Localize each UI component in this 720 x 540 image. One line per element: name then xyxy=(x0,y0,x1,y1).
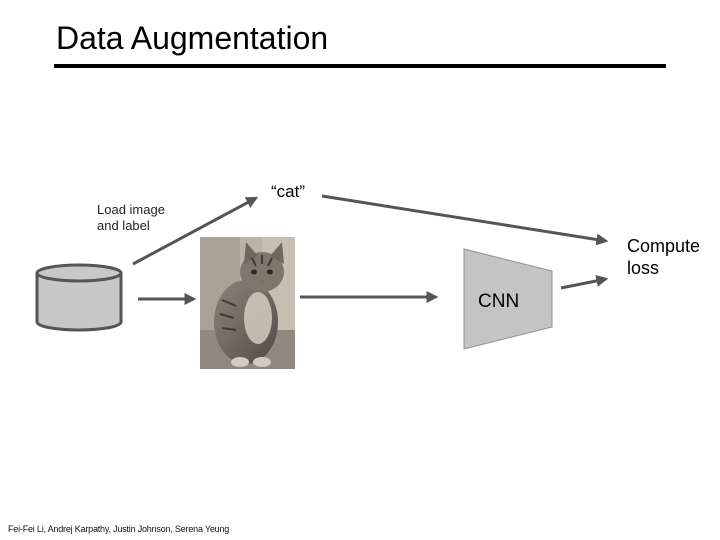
cnn-label: CNN xyxy=(478,291,520,312)
arrow-cnn-to-loss xyxy=(560,274,609,290)
database-cylinder-icon xyxy=(35,263,123,332)
load-image-label: Load image and label xyxy=(97,202,165,234)
cnn-trapezoid-icon xyxy=(463,248,553,350)
title-underline xyxy=(54,64,666,68)
load-label-line-1: Load image xyxy=(97,202,165,217)
arrow-label-to-loss xyxy=(321,194,609,246)
arrow-load-to-label xyxy=(132,196,259,266)
compute-loss-label: Compute loss xyxy=(627,235,700,279)
slide-title: Data Augmentation xyxy=(56,20,329,56)
cat-photo xyxy=(200,237,295,369)
cat-class-label: “cat” xyxy=(271,182,305,201)
slide-footer-credits: Fei-Fei Li, Andrej Karpathy, Justin John… xyxy=(8,524,230,534)
compute-label-line-1: Compute xyxy=(627,236,701,256)
compute-label-line-2: loss xyxy=(627,258,660,278)
load-label-line-2: and label xyxy=(97,218,150,233)
